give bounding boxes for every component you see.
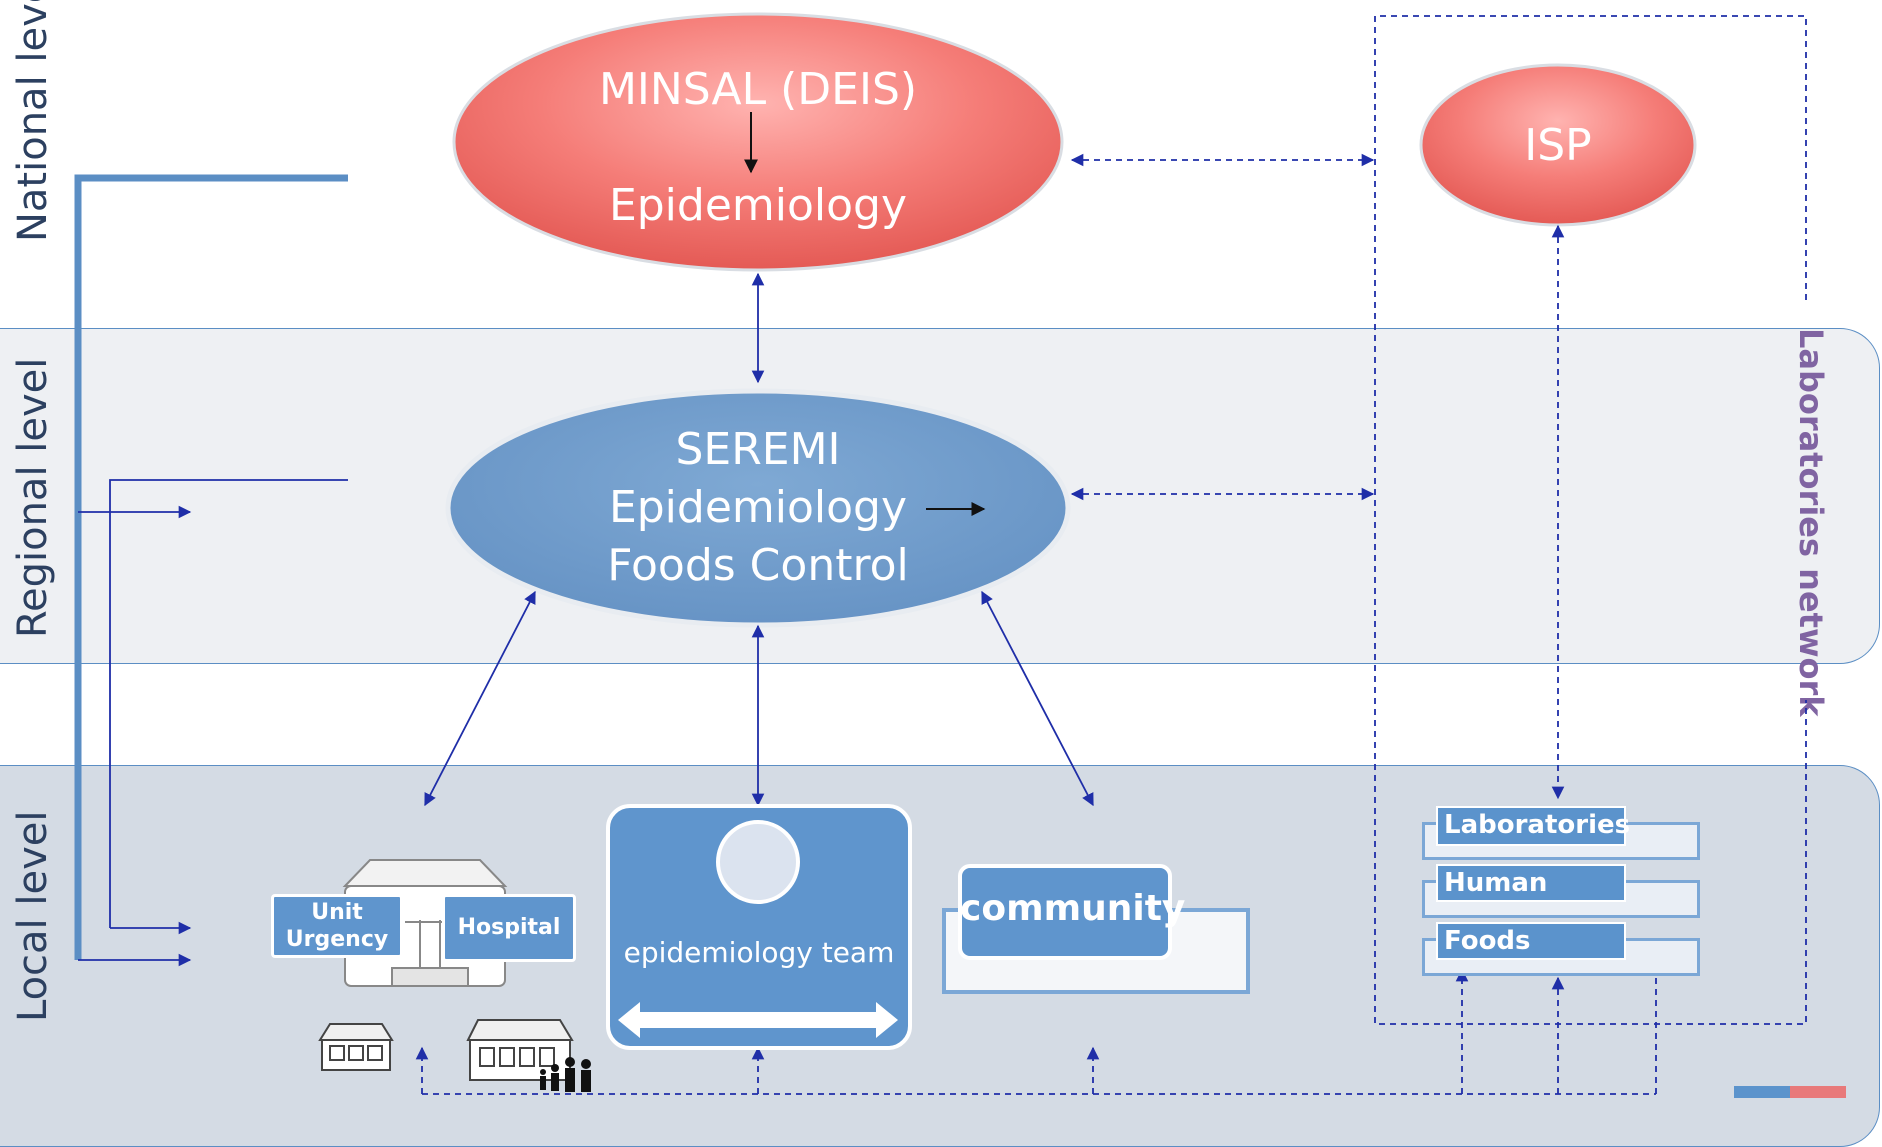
human-lab-box: Human xyxy=(1436,864,1626,902)
team-circle-icon xyxy=(716,820,800,904)
people-icon xyxy=(540,1057,591,1092)
corner-blue-tab xyxy=(1734,1086,1790,1098)
laboratories-network-frame xyxy=(1374,15,1807,1025)
community-label: community xyxy=(960,888,1186,929)
epidemiology-team-box xyxy=(606,804,912,1050)
small-house-icon xyxy=(318,1023,394,1071)
seremi-epidemiology-label: Epidemiology xyxy=(608,482,908,533)
corner-red-tab xyxy=(1790,1086,1846,1098)
minsal-node xyxy=(452,12,1064,272)
foods-lab-box: Foods xyxy=(1436,922,1626,960)
minsal-epidemiology-label: Epidemiology xyxy=(608,180,908,231)
hospital-box: Hospital xyxy=(442,894,576,962)
seremi-hospital-arrow xyxy=(424,590,536,807)
hierarchy-bracket-line xyxy=(74,174,348,960)
epidemiology-team-label: epidemiology team xyxy=(623,936,895,969)
laboratories-box: Laboratories xyxy=(1436,806,1630,846)
seremi-foods-control-label: Foods Control xyxy=(607,540,909,591)
double-headed-arrow-icon xyxy=(618,1002,898,1038)
regional-bracket-line xyxy=(109,479,348,928)
community-box xyxy=(958,864,1172,960)
minsal-deis-label: MINSAL (DEIS) xyxy=(598,64,918,115)
unit-urgency-box: Unit Urgency xyxy=(271,894,403,958)
diagram-graphics xyxy=(74,12,1807,1095)
isp-label: ISP xyxy=(1524,120,1592,171)
seremi-community-arrow xyxy=(981,590,1094,807)
seremi-label: SEREMI xyxy=(675,424,841,475)
